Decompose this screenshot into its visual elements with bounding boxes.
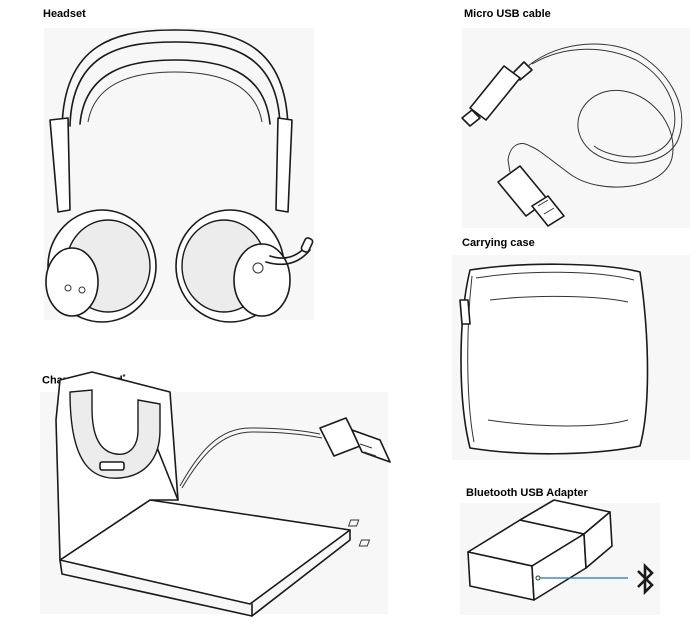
- carrying-case-label: Carrying case: [462, 237, 535, 249]
- footnote-mark: *: [122, 374, 126, 381]
- micro-usb-cable-label: Micro USB cable: [464, 8, 551, 20]
- bluetooth-usb-adapter-label: Bluetooth USB Adapter: [466, 487, 588, 499]
- cable-panel: [462, 28, 690, 228]
- bluetooth-icon: [637, 562, 654, 596]
- headset-label: Headset: [43, 8, 86, 20]
